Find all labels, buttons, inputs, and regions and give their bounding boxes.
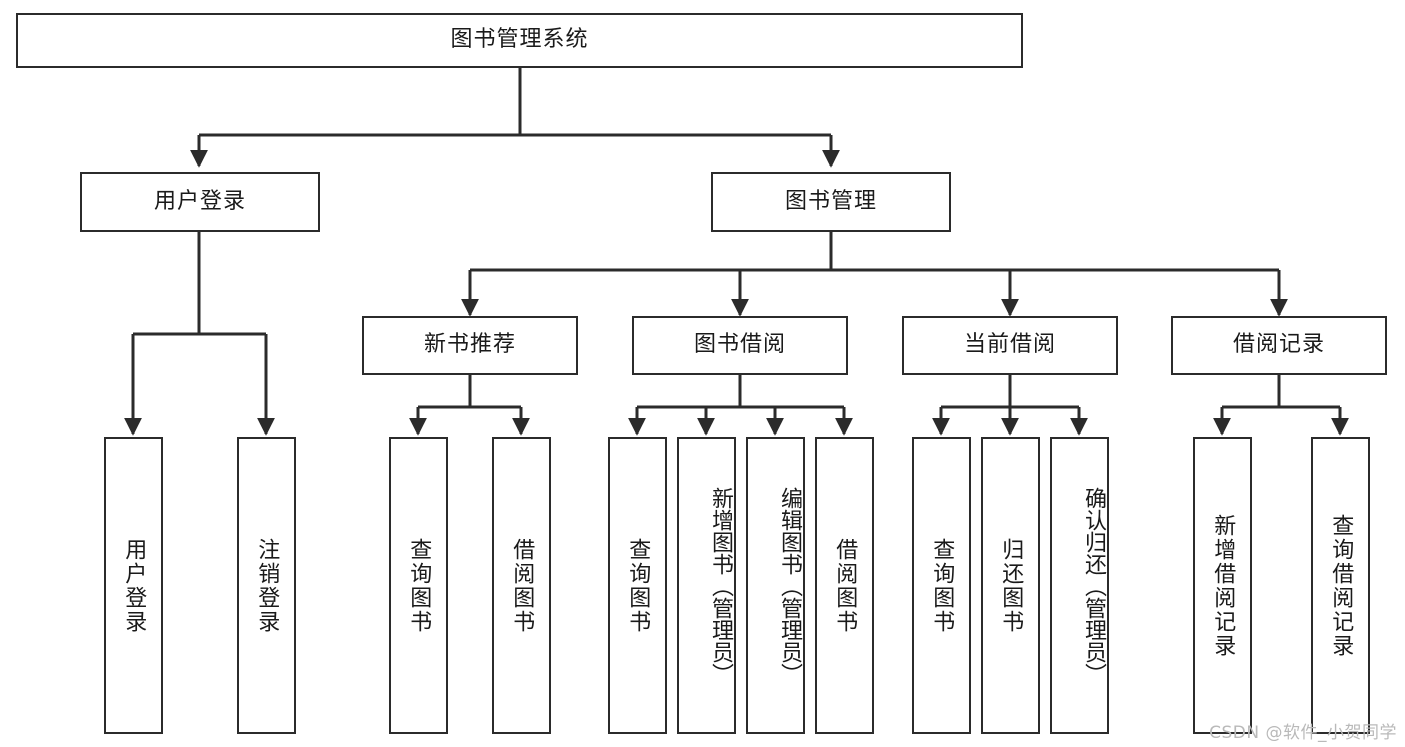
node-label: 图书管理系统 <box>450 27 589 53</box>
node-label: 注销登录 <box>254 537 280 634</box>
node-label: 图书管理 <box>784 188 877 214</box>
leaf-query-book-borrow[interactable]: 查询图书 <box>608 437 667 734</box>
node-label: 图书借阅 <box>693 332 786 358</box>
node-root-system[interactable]: 图书管理系统 <box>16 13 1023 68</box>
leaf-query-book-recommend[interactable]: 查询图书 <box>389 437 448 734</box>
node-label: 新增借阅记录 <box>1210 513 1236 658</box>
node-label: 确认归还（管理员） <box>1081 486 1106 685</box>
leaf-add-book-admin[interactable]: 新增图书（管理员） <box>677 437 736 734</box>
node-label: 当前借阅 <box>963 332 1056 358</box>
node-label: 新书推荐 <box>423 332 516 358</box>
node-borrow-record[interactable]: 借阅记录 <box>1171 316 1387 375</box>
node-label: 归还图书 <box>998 537 1024 634</box>
node-label: 借阅图书 <box>832 537 858 634</box>
node-book-borrow[interactable]: 图书借阅 <box>632 316 848 375</box>
node-new-book-recommend[interactable]: 新书推荐 <box>362 316 578 375</box>
node-label: 查询图书 <box>929 537 955 634</box>
leaf-user-login[interactable]: 用户登录 <box>104 437 163 734</box>
leaf-query-book-current[interactable]: 查询图书 <box>912 437 971 734</box>
node-label: 用户登录 <box>153 188 246 214</box>
leaf-add-borrow-record[interactable]: 新增借阅记录 <box>1193 437 1252 734</box>
leaf-edit-book-admin[interactable]: 编辑图书（管理员） <box>746 437 805 734</box>
node-user-login[interactable]: 用户登录 <box>80 172 320 232</box>
node-label: 查询借阅记录 <box>1328 513 1354 658</box>
node-label: 新增图书（管理员） <box>708 486 733 685</box>
node-label: 查询图书 <box>406 537 432 634</box>
leaf-query-borrow-record[interactable]: 查询借阅记录 <box>1311 437 1370 734</box>
node-label: 查询图书 <box>625 537 651 634</box>
node-label: 编辑图书（管理员） <box>777 486 802 685</box>
leaf-borrow-book[interactable]: 借阅图书 <box>815 437 874 734</box>
leaf-confirm-return-admin[interactable]: 确认归还（管理员） <box>1050 437 1109 734</box>
node-label: 用户登录 <box>121 537 147 634</box>
leaf-logout-login[interactable]: 注销登录 <box>237 437 296 734</box>
leaf-borrow-book-recommend[interactable]: 借阅图书 <box>492 437 551 734</box>
leaf-return-book[interactable]: 归还图书 <box>981 437 1040 734</box>
node-label: 借阅图书 <box>509 537 535 634</box>
node-label: 借阅记录 <box>1232 332 1325 358</box>
csdn-watermark: CSDN @软件_小贺同学 <box>1209 723 1397 743</box>
node-current-borrow[interactable]: 当前借阅 <box>902 316 1118 375</box>
node-book-management[interactable]: 图书管理 <box>711 172 951 232</box>
